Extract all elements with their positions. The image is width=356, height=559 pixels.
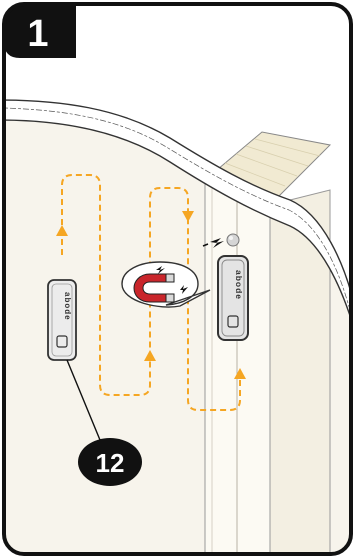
callout-number: 12 (96, 448, 125, 478)
door-sensor-button (227, 315, 239, 328)
magnet-icon (133, 266, 188, 303)
panel-border (2, 2, 353, 556)
path-arrows (56, 211, 246, 379)
step-number: 1 (27, 13, 48, 55)
magnet-callout (121, 261, 211, 308)
door-sensor-brand-label: abode (234, 270, 244, 300)
torn-edge (4, 99, 351, 336)
sensor-icon: abode (47, 279, 77, 361)
sensor-button (56, 335, 68, 348)
motion-path (61, 174, 241, 411)
door-jamb-side (269, 189, 331, 554)
arrow-up-3 (234, 368, 246, 379)
sensor-brand-label: abode (63, 292, 72, 321)
screw-icon (226, 233, 240, 247)
door-sensor-icon: abode (217, 255, 249, 341)
callout-badge-icon: 12 (78, 438, 142, 486)
arrow-up-2 (144, 350, 156, 361)
callout-leader-line (66, 359, 101, 441)
arrow-down-1 (182, 211, 194, 222)
arrow-up-1 (56, 225, 68, 236)
step-badge-icon: 1 (4, 4, 76, 58)
lightning-icon (202, 238, 224, 248)
